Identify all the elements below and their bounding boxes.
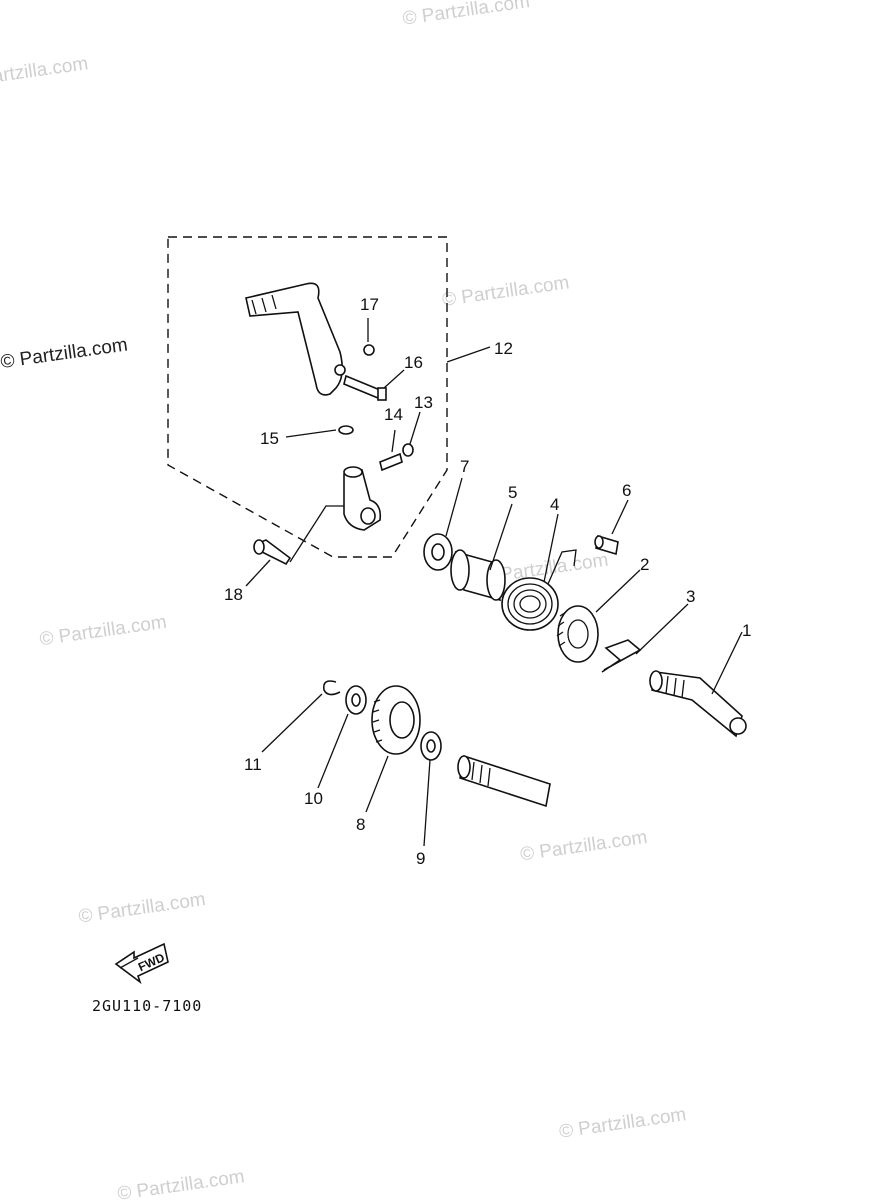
kick-axle-1 [649,670,747,738]
washer-10 [345,685,367,715]
callout-8: 8 [356,815,365,834]
washer-9 [420,731,442,761]
callout-2: 2 [640,555,649,574]
watermark: © Partzilla.com [0,53,89,92]
ball-part [363,344,375,356]
callout-numbers: 1 2 3 4 5 6 7 8 9 10 11 12 13 14 15 16 1… [224,295,751,868]
diagram-code: 2GU110-7100 [92,997,202,1015]
callout-12: 12 [494,339,513,358]
small-parts [338,344,414,472]
callout-18: 18 [224,585,243,604]
callout-5: 5 [508,483,517,502]
callout-3: 3 [686,587,695,606]
callout-16: 16 [404,353,423,372]
ratchet-2 [556,605,599,663]
callout-1: 1 [742,621,751,640]
clip-part [338,425,354,435]
bolt-18 [253,539,292,566]
callout-13: 13 [414,393,433,412]
callout-10: 10 [304,789,323,808]
kick-crank-arm [245,282,346,396]
washer-7 [423,533,453,571]
callout-7: 7 [460,457,469,476]
watermarks: © Partzilla.com © Partzilla.com © Partzi… [0,0,688,1200]
watermark: © Partzilla.com [519,827,649,866]
collar-5 [450,549,506,602]
watermark: © Partzilla.com [116,1166,246,1200]
circlip-11 [322,680,341,696]
fwd-label: FWD [136,950,167,974]
spring-4 [501,549,577,631]
bolt-part [343,374,381,400]
callout-15: 15 [260,429,279,448]
watermark: © Partzilla.com [558,1104,688,1143]
callout-9: 9 [416,849,425,868]
callout-17: 17 [360,295,379,314]
callout-4: 4 [550,495,559,514]
watermark-dark: © Partzilla.com [0,334,129,373]
ball-part-13 [402,443,414,457]
callout-14: 14 [384,405,403,424]
fwd-arrow-icon: FWD [114,942,169,985]
kick-boss [343,466,382,531]
transmission-axle [457,754,551,808]
watermark: © Partzilla.com [38,612,168,651]
assembly-boundary [167,236,448,558]
clip-3 [601,639,642,673]
callout-6: 6 [622,481,631,500]
watermark: © Partzilla.com [441,272,571,311]
pin-6 [594,534,619,556]
watermark: © Partzilla.com [401,0,531,30]
watermark: © Partzilla.com [77,889,207,928]
callout-11: 11 [244,755,262,774]
spring-part [379,452,403,472]
leader-lines [245,318,743,847]
gear-8 [371,685,421,755]
